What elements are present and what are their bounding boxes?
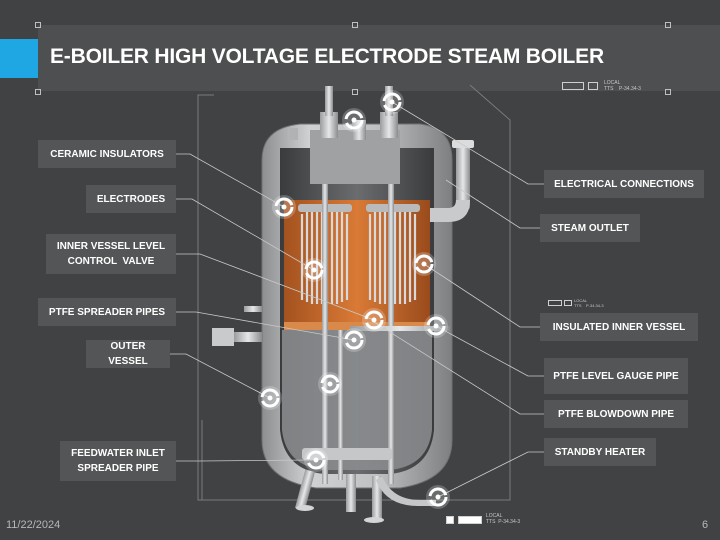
callout-outer-vessel: OUTER VESSEL [86,340,170,368]
selection-handle-bm [352,89,358,95]
target-marker [272,195,296,219]
target-marker [380,90,404,114]
callout-electrodes: ELECTRODES [86,185,176,213]
tag-box [588,82,598,90]
callout-ptfe-spreader-pipes: PTFE SPREADER PIPES [38,298,176,326]
level-gauge-pipe [350,326,450,331]
tag-box [564,300,572,306]
target-marker [342,328,366,352]
target-markers [258,90,450,509]
tag-text: LOCAL TTS P-34.34-3 [486,513,521,525]
slide-page-number: 6 [702,519,709,531]
selection-handle-tl [35,22,41,28]
tag-box [458,516,482,524]
target-marker [412,252,436,276]
top-head [290,86,400,184]
selection-handle-tm [352,22,358,28]
side-nozzle [212,306,262,346]
target-marker [302,258,326,282]
callout-electrical-connections: ELECTRICAL CONNECTIONS [544,170,704,198]
tag-box [548,300,562,306]
callout-inner-vessel-level-control-valve: INNER VESSEL LEVEL CONTROL VALVE [46,234,176,274]
callout-insulated-inner-vessel: INSULATED INNER VESSEL [540,313,698,341]
slide-title: E-BOILER HIGH VOLTAGE ELECTRODE STEAM BO… [50,45,604,68]
target-marker [304,448,328,472]
tag-box [446,516,454,524]
target-marker [258,386,282,410]
callout-ceramic-insulators: CERAMIC INSULATORS [38,140,176,168]
target-marker [362,308,386,332]
tag-top-right: LOCAL TTS P-34.34-3 [562,80,642,96]
title-bar [38,25,668,91]
accent-bar [0,39,38,78]
tag-middle-right: LOCAL TTS P-34.34-3 [548,298,608,312]
callout-standby-heater: STANDBY HEATER [544,438,656,466]
selection-handle-bl [35,89,41,95]
target-marker [318,372,342,396]
target-marker [342,108,366,132]
callout-steam-outlet: STEAM OUTLET [540,214,640,242]
leader-lines [170,101,544,498]
target-marker [426,485,450,509]
target-marker [424,314,448,338]
slide-date: 11/22/2024 [6,519,61,531]
selection-handle-br [665,89,671,95]
callout-feedwater-inlet-spreader-pipe: FEEDWATER INLET SPREADER PIPE [60,441,176,481]
frame-lines [197,84,511,501]
bottom-assembly [294,448,436,523]
title-right-panel [653,25,720,91]
tag-text: LOCAL TTS P-34.34-3 [604,80,641,92]
callout-ptfe-level-gauge-pipe: PTFE LEVEL GAUGE PIPE [544,358,688,394]
tag-text: LOCAL TTS P-34.34-3 [574,298,604,308]
steam-outlet-pipe [430,140,474,222]
tag-box [562,82,584,90]
vertical-rods [322,184,394,484]
callout-ptfe-blowdown-pipe: PTFE BLOWDOWN PIPE [544,400,688,428]
selection-handle-tr [665,22,671,28]
tag-bottom: LOCAL TTS P-34.34-3 [446,512,536,528]
